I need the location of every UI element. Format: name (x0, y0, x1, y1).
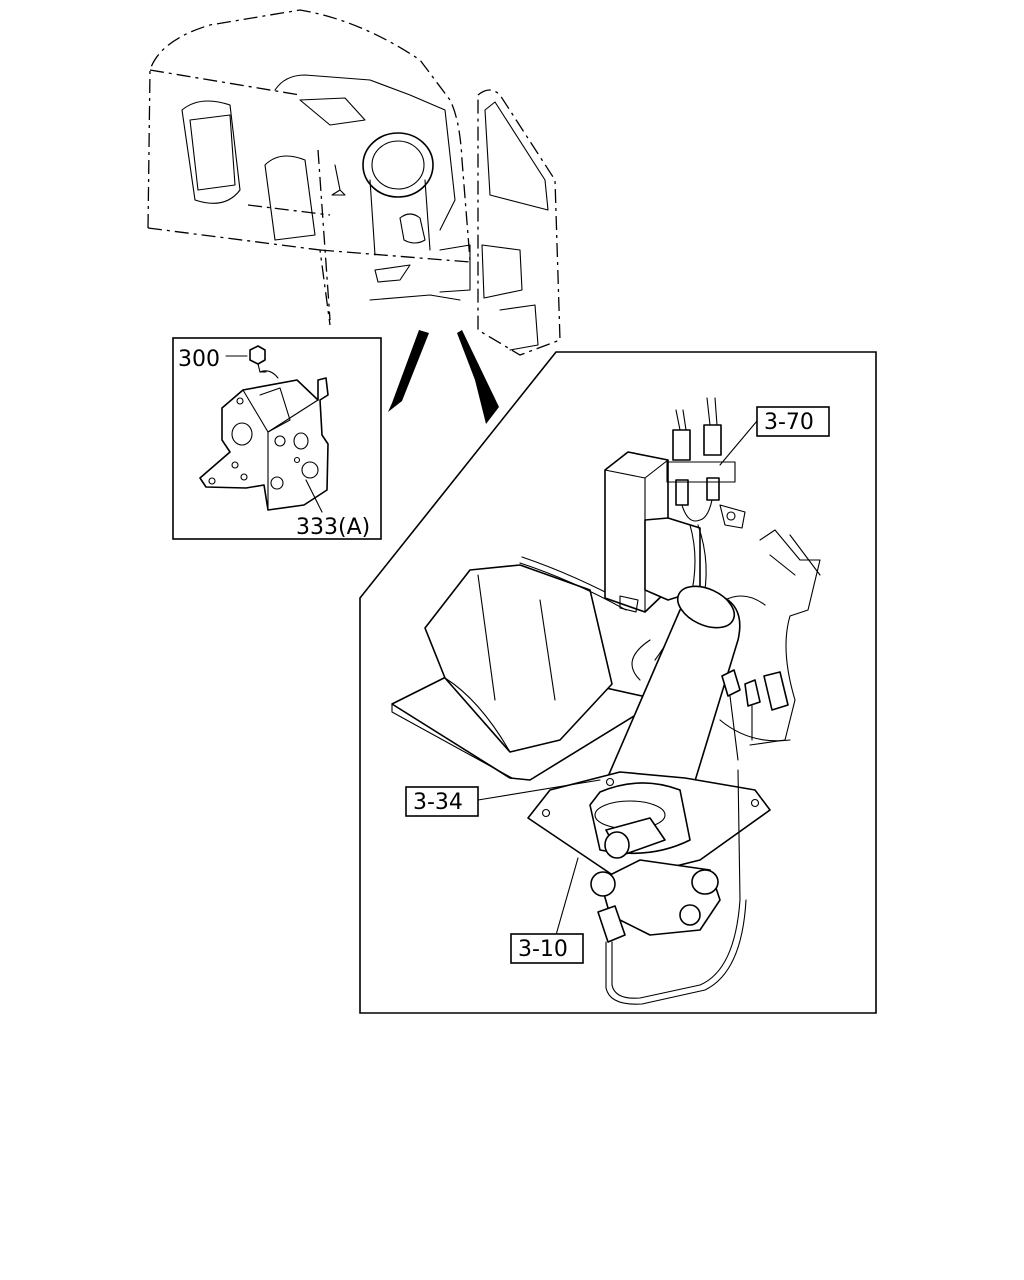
ref-3-70-box[interactable] (756, 406, 830, 437)
ref-3-10-leader (555, 857, 579, 936)
bracket-detail-frame (172, 337, 382, 540)
detail-pointer-arrow (388, 330, 429, 412)
bolt-icon (225, 345, 279, 379)
ref-3-70-label: 3-70 (764, 410, 814, 435)
shift-lever-assembly (391, 397, 821, 1005)
detail-pointer-arrow (457, 330, 499, 424)
bracket-label: 333(A) (296, 515, 370, 540)
bracket-icon (199, 377, 329, 511)
ref-3-10-box[interactable] (510, 933, 584, 964)
ref-3-34-label: 3-34 (413, 790, 463, 815)
ref-3-34-box[interactable] (405, 786, 479, 817)
bracket-leader (305, 479, 323, 513)
cab-outline (147, 9, 561, 356)
ref-3-10-label: 3-10 (518, 937, 568, 962)
shift-lever-detail-frame (359, 351, 877, 1014)
bolt-label: 300 (178, 347, 220, 372)
ref-3-70-leader (719, 420, 758, 466)
ref-3-34-leader (477, 779, 601, 801)
